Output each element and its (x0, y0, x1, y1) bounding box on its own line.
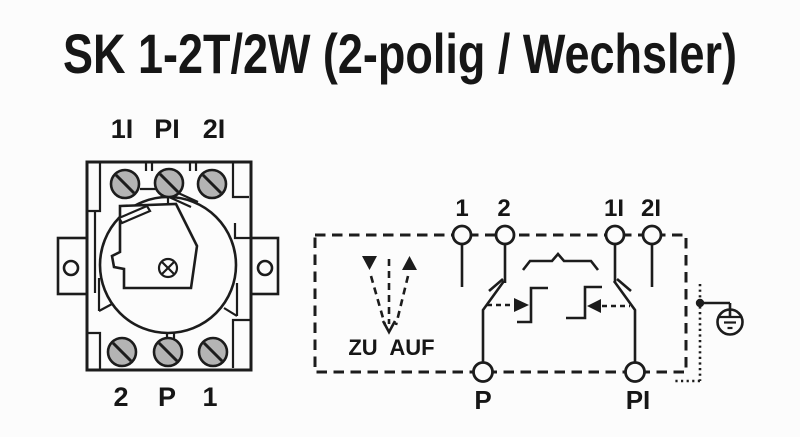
circuit-schematic: ZU AUF (313, 195, 744, 415)
screw-terminals (106, 167, 229, 368)
switch-front-view: 1I PI 2I (56, 114, 280, 412)
terminal-circle-P (472, 361, 494, 383)
switch-body (85, 160, 253, 372)
front-terminal-label-P: P (158, 382, 176, 412)
terminal-circle-2 (494, 224, 516, 246)
screw-terminal-icon (197, 336, 229, 368)
pole-2-contacts (566, 244, 654, 363)
schematic-label-2I: 2I (641, 195, 661, 222)
front-terminal-label-2I: 2I (203, 114, 226, 144)
terminal-circles (451, 224, 663, 383)
screw-terminal-icon (196, 168, 228, 200)
ear-hole-icon (256, 259, 274, 277)
terminal-slot-ticks (144, 162, 198, 171)
schematic-label-2: 2 (497, 195, 510, 222)
cam-plate (110, 202, 199, 290)
screw-terminal-icon (106, 336, 138, 368)
terminal-circle-2I (641, 224, 663, 246)
rotation-direction-arrows-icon (362, 256, 417, 335)
schematic-label-P: P (474, 385, 491, 415)
contact-seat (488, 278, 504, 292)
auf-label: AUF (389, 335, 434, 360)
contact-lever-PI (612, 280, 637, 363)
cam-actuator-icon (566, 285, 630, 320)
earth-ground-icon (672, 284, 744, 383)
contact-seat (616, 278, 632, 292)
contact-lever-P (481, 280, 506, 363)
open-direction-arrow-icon (402, 256, 417, 270)
cam-tab (117, 204, 152, 225)
zu-label: ZU (348, 335, 377, 360)
terminal-circle-1 (451, 224, 473, 246)
screw-terminal-icon (109, 168, 141, 200)
close-direction-arrow-icon (362, 256, 377, 270)
page-title: SK 1-2T/2W (2-polig / Wechsler) (63, 22, 737, 85)
shaft-center-icon (157, 257, 179, 279)
mounting-ear-left (56, 236, 89, 296)
screw-terminal-icon (153, 167, 185, 199)
schematic-label-PI: PI (626, 385, 651, 415)
front-terminal-label-PI: PI (154, 114, 180, 144)
schematic-label-1: 1 (455, 195, 468, 222)
screw-terminal-icon (152, 336, 184, 368)
mechanical-coupling (521, 252, 600, 271)
terminal-circle-PI (624, 361, 646, 383)
mounting-ear-right (249, 236, 280, 296)
front-terminal-label-1I: 1I (111, 114, 134, 144)
front-terminal-label-1: 1 (202, 382, 217, 412)
rotor (97, 187, 239, 347)
pole-1-contacts (460, 244, 548, 363)
ear-hole-icon (62, 259, 80, 277)
schematic-label-1I: 1I (604, 195, 624, 222)
front-terminal-label-2: 2 (113, 382, 128, 412)
terminal-circle-1I (604, 224, 626, 246)
cam-actuator-icon (487, 286, 548, 324)
